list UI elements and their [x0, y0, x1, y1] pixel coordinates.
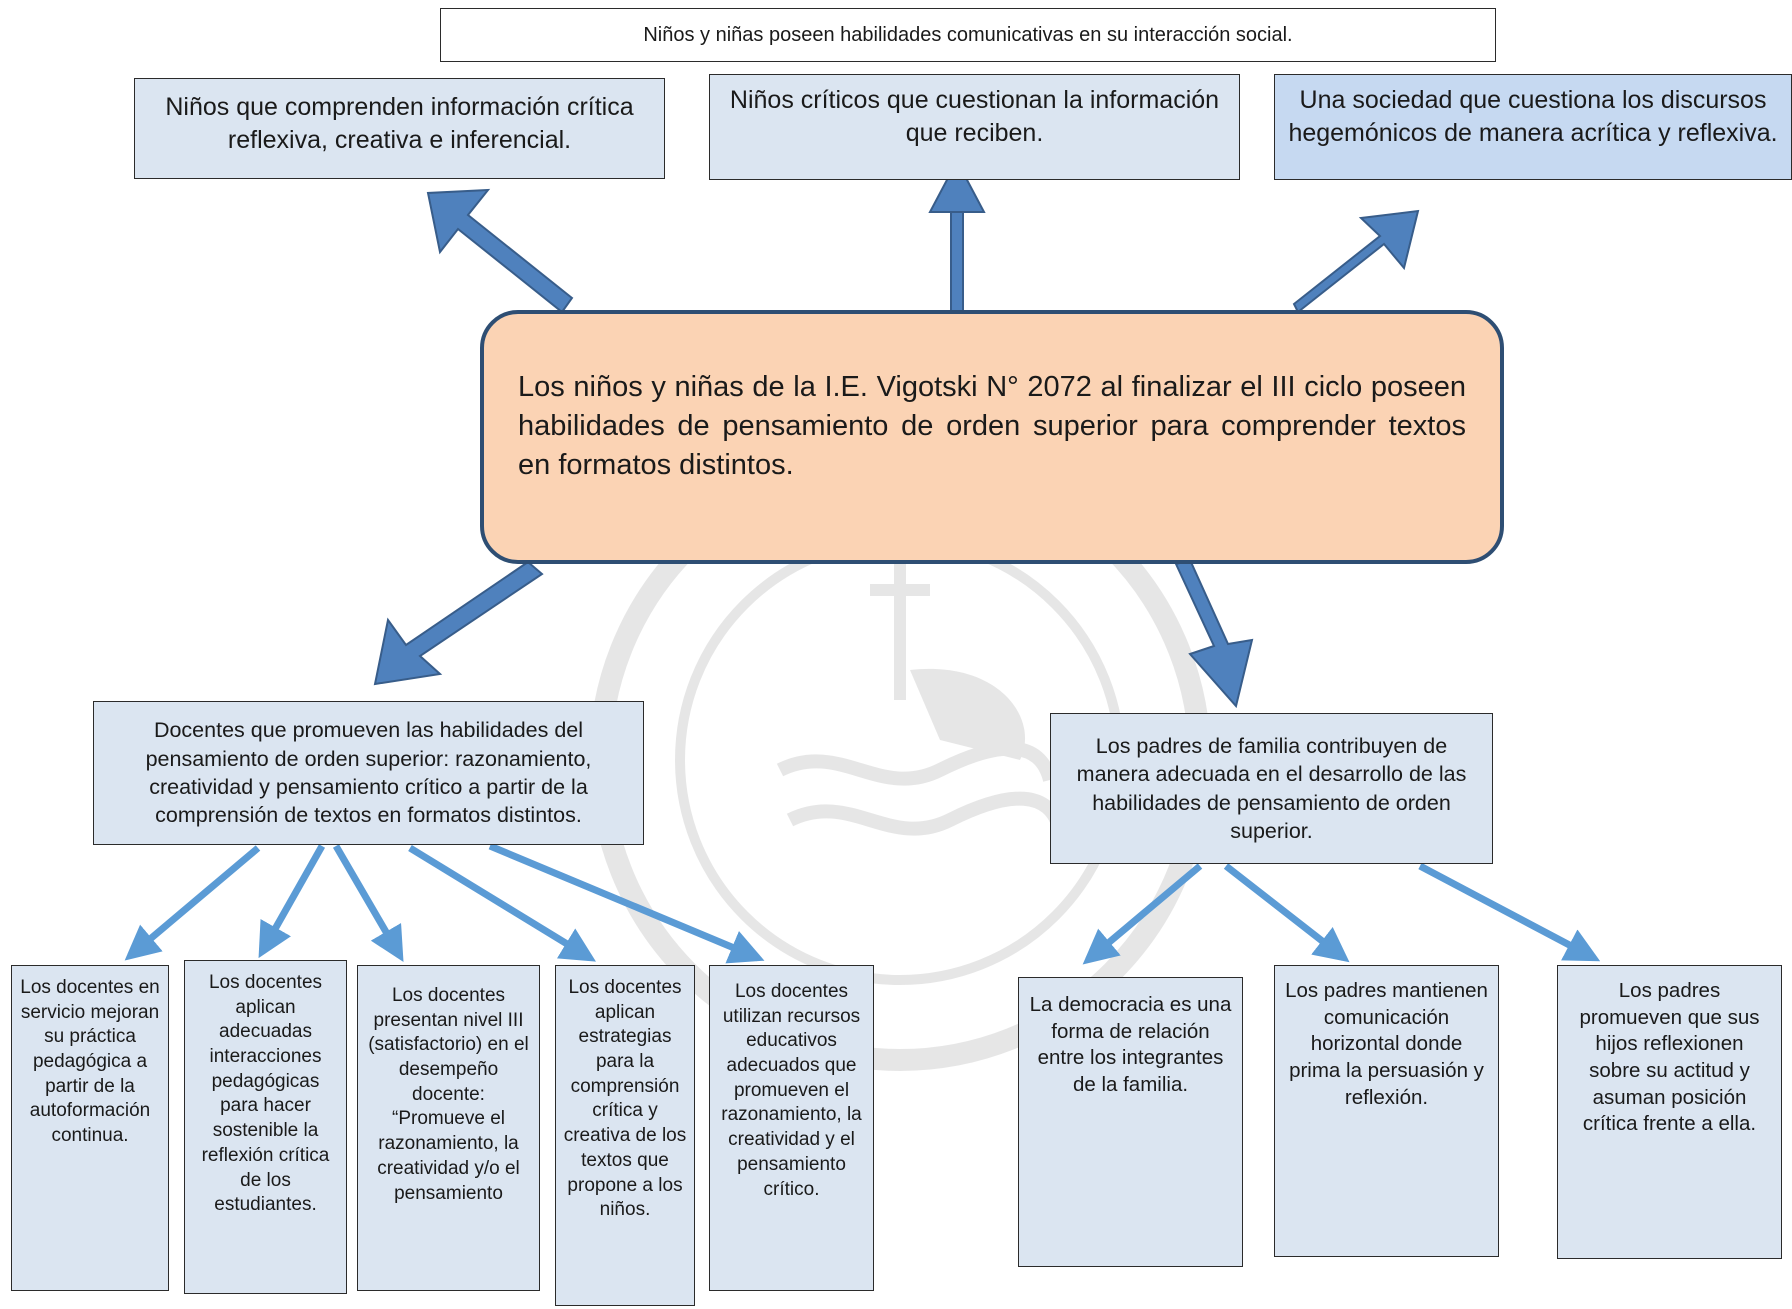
arrow-to-leaf-7: [1223, 863, 1350, 963]
diagram-title-text: Niños y niñas poseen habilidades comunic…: [643, 23, 1293, 46]
teacher-leaf-4-text: Los docentes aplican estrategias para la…: [563, 977, 687, 1221]
diagram-title-box: Niños y niñas poseen habilidades comunic…: [440, 8, 1496, 62]
teacher-leaf-2-text: Los docentes aplican adecuadas interacci…: [201, 972, 330, 1216]
arrow-to-goal-1: [426, 188, 574, 314]
parent-leaf-3: Los padres promueven que sus hijos refle…: [1557, 965, 1782, 1259]
arrow-to-leaf-5: [488, 842, 765, 964]
teacher-leaf-3: Los docentes presentan nivel III (satisf…: [357, 965, 540, 1291]
parent-leaf-1: La democracia es una forma de relación e…: [1018, 977, 1243, 1267]
parent-leaf-3-text: Los padres promueven que sus hijos refle…: [1579, 979, 1760, 1136]
central-objective-text: Los niños y niñas de la I.E. Vigotski N°…: [518, 371, 1466, 481]
arrow-to-leaf-2: [258, 844, 326, 959]
teacher-leaf-2: Los docentes aplican adecuadas interacci…: [184, 960, 347, 1294]
goal-box-2: Niños críticos que cuestionan la informa…: [709, 74, 1240, 180]
central-objective-box: Los niños y niñas de la I.E. Vigotski N°…: [480, 310, 1504, 564]
teacher-leaf-5-text: Los docentes utilizan recursos educativo…: [721, 981, 862, 1200]
teacher-leaf-1-text: Los docentes en servicio mejoran su prác…: [20, 977, 160, 1147]
goal-text-2: Niños críticos que cuestionan la informa…: [729, 86, 1220, 147]
goal-text-1: Niños que comprenden información crítica…: [165, 93, 634, 154]
arrow-to-leaf-6: [1082, 863, 1203, 965]
arrow-to-goal-2: [928, 177, 986, 315]
goal-box-1: Niños que comprenden información crítica…: [134, 78, 665, 179]
teachers-box: Docentes que promueven las habilidades d…: [93, 701, 644, 845]
parent-leaf-2: Los padres mantienen comunicación horizo…: [1274, 965, 1499, 1257]
teacher-leaf-5: Los docentes utilizan recursos educativo…: [709, 965, 874, 1291]
teacher-leaf-3-text: Los docentes presentan nivel III (satisf…: [368, 985, 529, 1204]
parent-leaf-1-text: La democracia es una forma de relación e…: [1029, 993, 1232, 1096]
parents-box-text: Los padres de familia contribuyen de man…: [1076, 733, 1467, 843]
arrow-to-leaf-8: [1418, 862, 1601, 962]
goal-box-3: Una sociedad que cuestiona los discursos…: [1274, 74, 1792, 180]
teachers-box-text: Docentes que promueven las habilidades d…: [145, 718, 592, 828]
arrow-to-leaf-4: [408, 845, 596, 962]
parents-box: Los padres de familia contribuyen de man…: [1050, 713, 1493, 864]
arrow-to-teachers-box: [373, 560, 544, 686]
arrow-to-leaf-3: [332, 844, 404, 963]
parent-leaf-2-text: Los padres mantienen comunicación horizo…: [1285, 979, 1488, 1109]
goal-text-3: Una sociedad que cuestiona los discursos…: [1288, 86, 1778, 147]
teacher-leaf-4: Los docentes aplican estrategias para la…: [555, 965, 695, 1306]
teacher-leaf-1: Los docentes en servicio mejoran su prác…: [11, 965, 169, 1291]
arrow-to-goal-3: [1292, 209, 1420, 314]
arrow-to-parents-box: [1174, 558, 1254, 709]
arrow-to-leaf-1: [124, 845, 261, 961]
